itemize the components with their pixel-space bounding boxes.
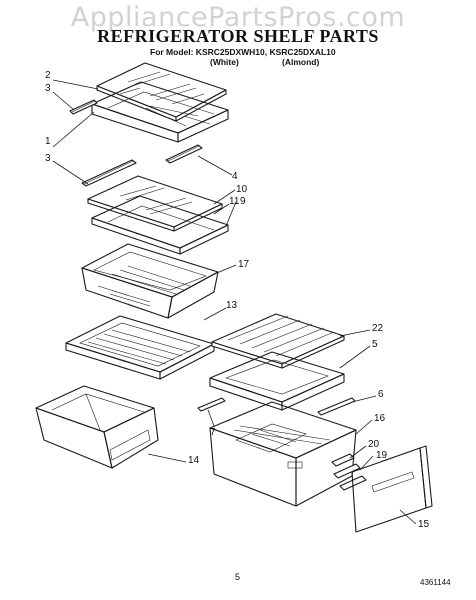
crisper-tray bbox=[81, 243, 219, 319]
color-almond-label: (Almond) bbox=[282, 57, 320, 67]
glass-shelf-middle bbox=[87, 175, 223, 232]
glass-panel-right bbox=[211, 313, 345, 369]
callout-19: 19 bbox=[376, 450, 388, 461]
crisper-drawer bbox=[209, 401, 357, 507]
callout-14: 14 bbox=[188, 455, 200, 466]
callout-10: 10 bbox=[236, 184, 248, 195]
shelf-frame-middle bbox=[91, 195, 229, 255]
callout-7: 7 bbox=[210, 427, 216, 438]
meat-pan bbox=[35, 385, 159, 469]
slide-rail-upper-right bbox=[165, 144, 203, 164]
callout-13: 13 bbox=[226, 300, 238, 311]
slide-rail-upper-left bbox=[69, 99, 98, 115]
callout-15: 15 bbox=[418, 519, 430, 530]
page-title: REFRIGERATOR SHELF PARTS bbox=[97, 26, 379, 46]
model-line: For Model: KSRC25DXWH10, KSRC25DXAL10 bbox=[150, 47, 336, 57]
shelf-frame-upper bbox=[91, 81, 229, 143]
callout-9: 9 bbox=[240, 196, 246, 207]
callout-5: 5 bbox=[372, 339, 378, 350]
slide-rail-right-left bbox=[197, 397, 226, 412]
slide-rail-right-right bbox=[317, 397, 356, 416]
slide-rail-middle-left bbox=[81, 159, 137, 187]
drawer-front-panel bbox=[351, 445, 433, 533]
crisper-glass-cover bbox=[65, 315, 215, 380]
callout-4: 4 bbox=[232, 171, 238, 182]
color-white-label: (White) bbox=[210, 57, 239, 67]
callout-1: 1 bbox=[45, 136, 51, 147]
callout-2: 2 bbox=[45, 70, 51, 81]
callout-17: 17 bbox=[238, 259, 250, 270]
callout-3: 3 bbox=[45, 153, 51, 164]
callout-16: 16 bbox=[374, 413, 386, 424]
document-number: 4361144 bbox=[420, 578, 451, 587]
callout-22: 22 bbox=[372, 323, 384, 334]
callout-6: 6 bbox=[378, 389, 384, 400]
glass-shelf-upper bbox=[96, 62, 227, 122]
shelf-frame-right bbox=[209, 351, 345, 411]
callout-20: 20 bbox=[368, 439, 380, 450]
callout-11: 11 bbox=[229, 196, 240, 207]
page-number: 5 bbox=[235, 572, 241, 582]
callout-3: 3 bbox=[45, 83, 51, 94]
watermark: AppliancePartsPros.com bbox=[70, 2, 406, 33]
leader-lines bbox=[52, 79, 417, 525]
